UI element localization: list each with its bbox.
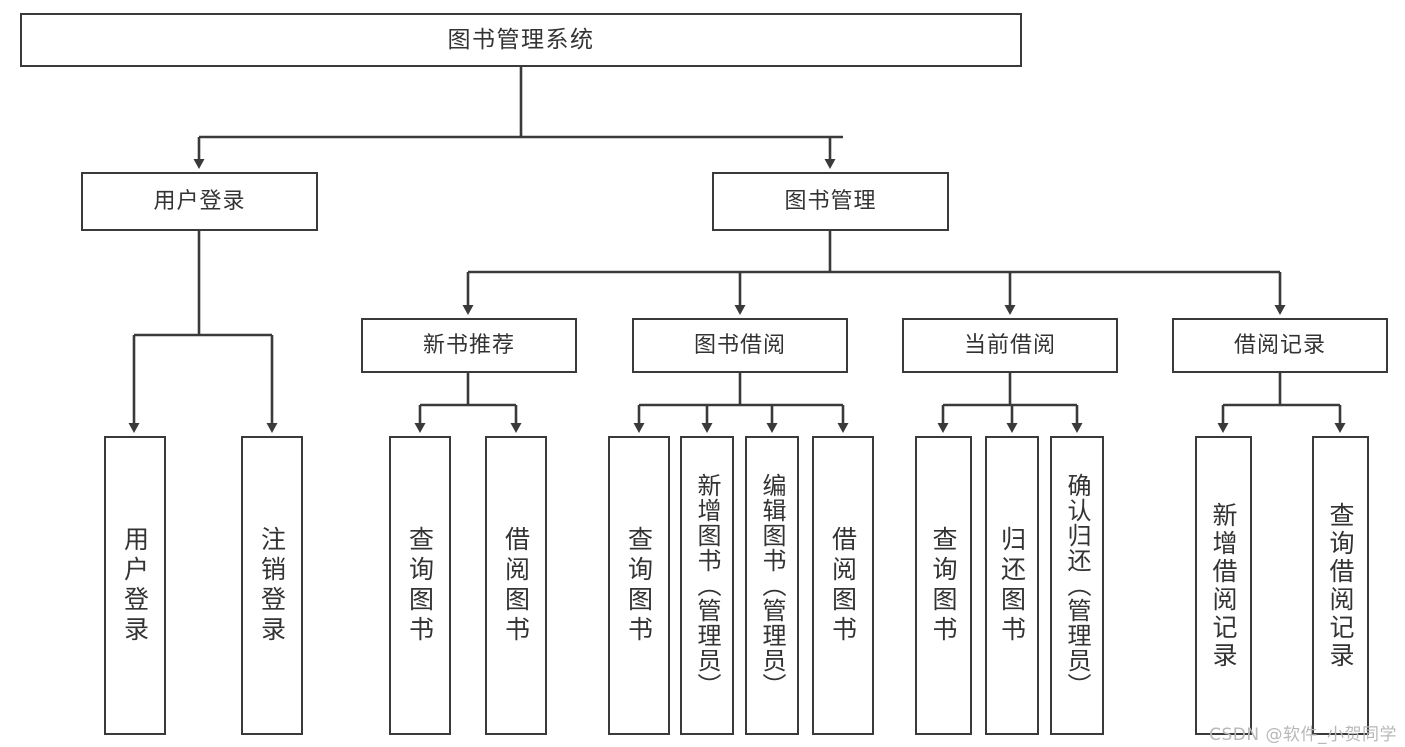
node-leaf-confirm-return[interactable]: 确认归还（管理员） (1050, 436, 1104, 735)
node-leaf-logout[interactable]: 注销登录 (241, 436, 303, 735)
node-leaf-add-record-label: 新增借阅记录 (1209, 501, 1238, 670)
node-leaf-user-login[interactable]: 用户登录 (104, 436, 166, 735)
node-current-borrow[interactable]: 当前借阅 (902, 318, 1118, 373)
node-leaf-logout-label: 注销登录 (257, 525, 287, 646)
node-book-manage-label: 图书管理 (784, 188, 877, 214)
node-leaf-query-book-2-label: 查询图书 (624, 525, 654, 646)
node-leaf-return-book[interactable]: 归还图书 (985, 436, 1039, 735)
node-leaf-edit-book-label: 编辑图书（管理员） (758, 473, 786, 698)
node-leaf-borrow-book-2-label: 借阅图书 (828, 525, 858, 646)
node-user-login-label: 用户登录 (153, 188, 246, 214)
node-borrow-record[interactable]: 借阅记录 (1172, 318, 1388, 373)
node-leaf-query-book-2[interactable]: 查询图书 (608, 436, 670, 735)
node-user-login[interactable]: 用户登录 (81, 172, 318, 231)
node-root[interactable]: 图书管理系统 (20, 13, 1022, 67)
node-leaf-query-book-3[interactable]: 查询图书 (915, 436, 972, 735)
node-leaf-borrow-book-1-label: 借阅图书 (501, 525, 531, 646)
node-current-borrow-label: 当前借阅 (963, 332, 1056, 358)
node-leaf-user-login-label: 用户登录 (120, 525, 150, 646)
csdn-watermark: CSDN @软件_小贺同学 (1209, 725, 1397, 745)
node-leaf-query-record[interactable]: 查询借阅记录 (1312, 436, 1369, 735)
node-book-manage[interactable]: 图书管理 (712, 172, 949, 231)
node-leaf-borrow-book-2[interactable]: 借阅图书 (812, 436, 874, 735)
node-book-borrow-label: 图书借阅 (693, 332, 786, 358)
node-leaf-query-book-1[interactable]: 查询图书 (389, 436, 451, 735)
node-leaf-return-book-label: 归还图书 (997, 525, 1027, 646)
node-leaf-query-book-1-label: 查询图书 (405, 525, 435, 646)
node-leaf-query-record-label: 查询借阅记录 (1326, 501, 1355, 670)
node-leaf-add-book-label: 新增图书（管理员） (693, 473, 721, 698)
node-leaf-confirm-return-label: 确认归还（管理员） (1063, 473, 1091, 698)
node-root-label: 图书管理系统 (447, 26, 595, 53)
node-book-borrow[interactable]: 图书借阅 (632, 318, 848, 373)
node-borrow-record-label: 借阅记录 (1233, 332, 1326, 358)
node-leaf-add-record[interactable]: 新增借阅记录 (1195, 436, 1252, 735)
node-leaf-edit-book[interactable]: 编辑图书（管理员） (745, 436, 799, 735)
node-leaf-borrow-book-1[interactable]: 借阅图书 (485, 436, 547, 735)
node-leaf-query-book-3-label: 查询图书 (929, 525, 958, 646)
node-leaf-add-book[interactable]: 新增图书（管理员） (680, 436, 734, 735)
node-new-book-recommend-label: 新书推荐 (422, 332, 515, 358)
node-new-book-recommend[interactable]: 新书推荐 (361, 318, 577, 373)
